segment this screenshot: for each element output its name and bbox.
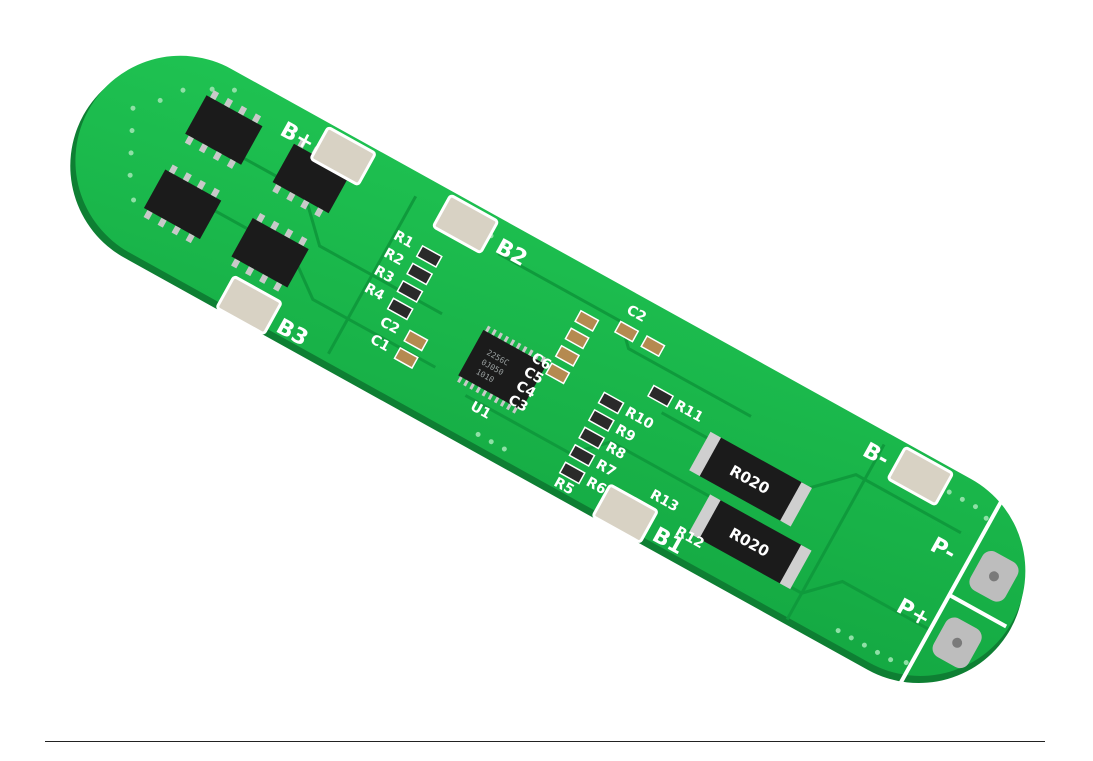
output-terminals [899,497,1019,684]
mosfet-group [143,90,350,292]
battery-pads [216,126,954,543]
shunt-resistors: R020 R020 [688,431,812,590]
control-ic: 2256C 0J050 1010 [457,325,547,414]
smd-components [386,244,675,485]
divider-line [45,741,1045,742]
